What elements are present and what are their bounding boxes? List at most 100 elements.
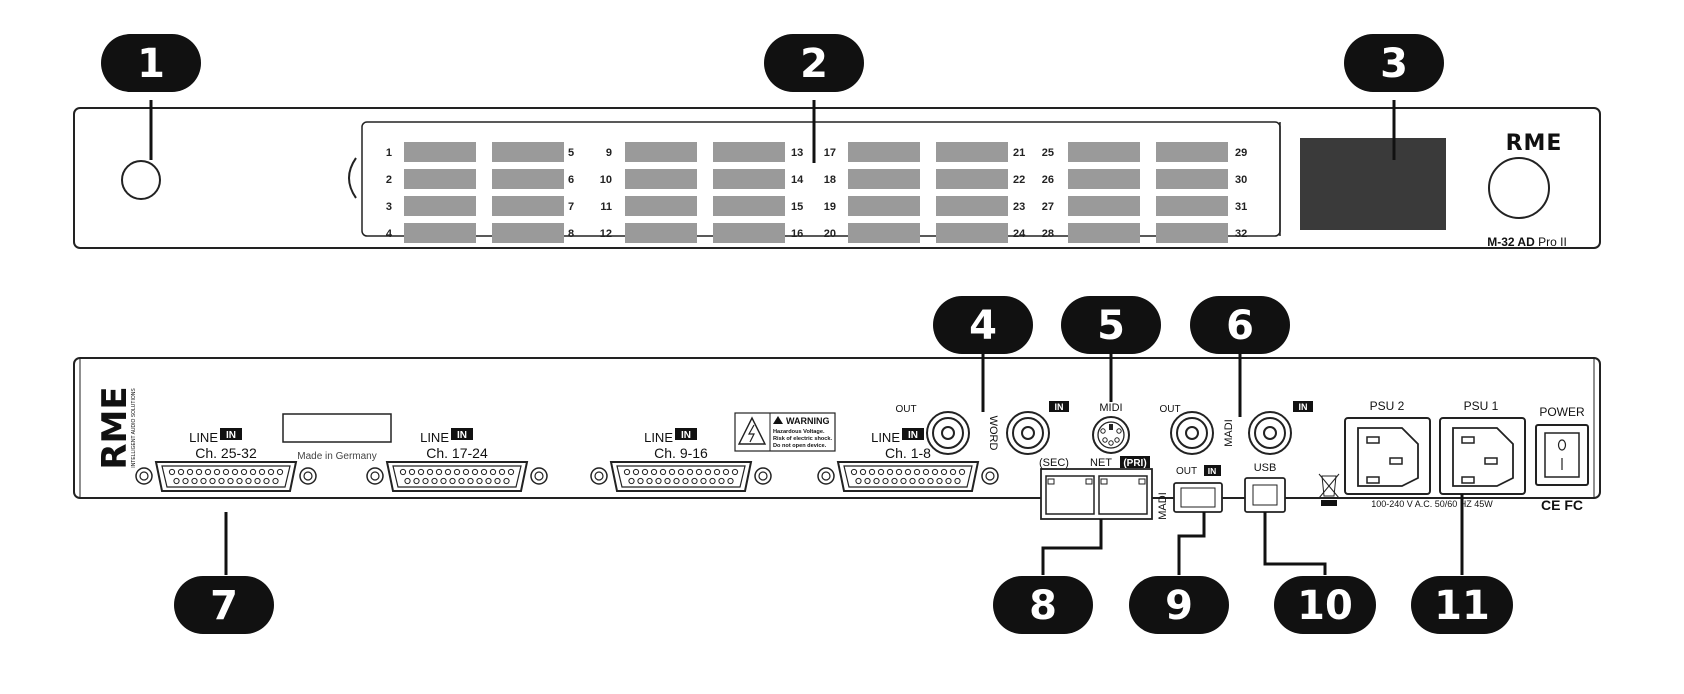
- channel-number: 12: [600, 228, 612, 240]
- line-label: LINE: [871, 430, 900, 445]
- word-out-bnc[interactable]: [926, 411, 970, 455]
- callout-badge-4: 4: [933, 296, 1033, 354]
- channel-number: 6: [568, 174, 574, 186]
- level-meter-bar: [713, 196, 785, 216]
- level-meter-bar: [713, 142, 785, 162]
- level-meter-bar: [848, 196, 920, 216]
- channel-number: 2: [386, 174, 392, 186]
- level-meter-bar: [1068, 223, 1140, 243]
- warning-line-1: Hazardous Voltage.: [773, 429, 825, 435]
- level-meter-bar: [625, 169, 697, 189]
- line-in-badge: [451, 428, 473, 440]
- net-label: NET: [1090, 457, 1112, 469]
- front-knob[interactable]: [121, 160, 161, 200]
- network-section: (SEC) NET (PRI): [1039, 456, 1153, 520]
- madi-coax-section: OUT MADI IN: [1159, 401, 1313, 455]
- dsub-connector[interactable]: [609, 461, 753, 492]
- channel-number: 10: [600, 174, 612, 186]
- channel-number: 27: [1042, 201, 1054, 213]
- level-meter-bar: [848, 142, 920, 162]
- serial-label-box: [282, 413, 392, 443]
- level-meter-bar: [936, 142, 1008, 162]
- rear-panel: RME INTELLIGENT AUDIO SOLUTIONS Made in …: [73, 357, 1601, 520]
- callout-badge-9: 9: [1129, 576, 1229, 634]
- channel-number: 11: [600, 201, 612, 213]
- level-meter-bar: [1156, 223, 1228, 243]
- channel-range-label: Ch. 9-16: [654, 445, 708, 461]
- channel-range-label: Ch. 17-24: [426, 445, 488, 461]
- psu1-section: PSU 1: [1439, 399, 1526, 495]
- callout-number: 3: [1380, 41, 1408, 87]
- level-meter-bar: [625, 196, 697, 216]
- level-meter-bar: [1068, 169, 1140, 189]
- level-meter-bar: [1068, 142, 1140, 162]
- callout-badge-10: 10: [1274, 576, 1376, 634]
- level-meter-bar: [848, 169, 920, 189]
- callout-number: 6: [1226, 303, 1254, 349]
- channel-range-label: Ch. 25-32: [195, 445, 257, 461]
- level-meter-bar: [404, 223, 476, 243]
- line-in-badge-text: IN: [908, 430, 918, 441]
- usb-b-port[interactable]: [1244, 477, 1286, 513]
- callout-number: 11: [1434, 583, 1490, 629]
- level-meter-bar: [625, 223, 697, 243]
- channel-number: 7: [568, 201, 574, 213]
- warning-line-3: Do not open device.: [773, 443, 827, 449]
- word-label: WORD: [987, 416, 999, 451]
- voltage-rating: 100-240 V A.C. 50/60 HZ 45W: [1371, 499, 1493, 509]
- callout-badge-11: 11: [1411, 576, 1513, 634]
- channel-number: 24: [1013, 228, 1026, 240]
- midi-din-port[interactable]: [1092, 416, 1130, 454]
- callout-number: 2: [800, 41, 828, 87]
- channel-number: 29: [1235, 147, 1247, 159]
- channel-number: 22: [1013, 174, 1025, 186]
- midi-section: MIDI: [1092, 402, 1130, 454]
- level-meter-bar: [1068, 196, 1140, 216]
- front-display: [1300, 138, 1446, 230]
- callout-badge-6: 6: [1190, 296, 1290, 354]
- channel-number: 18: [824, 174, 836, 186]
- channel-number: 19: [824, 201, 836, 213]
- dsub-connector[interactable]: [385, 461, 529, 492]
- madi-out-bnc[interactable]: [1170, 411, 1214, 455]
- madi-optical-in-badge: [1204, 465, 1221, 476]
- psu2-section: PSU 2: [1344, 399, 1431, 495]
- madi-out-label: OUT: [1159, 404, 1180, 415]
- channel-number: 15: [791, 201, 803, 213]
- madi-in-badge-text: IN: [1299, 402, 1308, 412]
- line-in-badge-text: IN: [457, 430, 467, 441]
- psu2-iec-inlet[interactable]: [1344, 417, 1431, 495]
- level-meter-bar: [936, 196, 1008, 216]
- madi-optical-section: OUT IN MADI: [1157, 465, 1223, 520]
- psu2-label: PSU 2: [1370, 399, 1405, 413]
- madi-in-bnc[interactable]: [1248, 411, 1292, 455]
- midi-label: MIDI: [1099, 402, 1122, 414]
- net-pri-rj45-port[interactable]: [1098, 475, 1148, 515]
- warning-line-2: Risk of electric shock.: [773, 436, 833, 442]
- channel-number: 5: [568, 147, 574, 159]
- front-encoder-knob[interactable]: [1488, 157, 1550, 219]
- dsub-connector[interactable]: [836, 461, 980, 492]
- level-meter-bar: [492, 169, 564, 189]
- channel-number: 20: [824, 228, 836, 240]
- madi-optical-label: MADI: [1157, 492, 1169, 520]
- madi-optical-port[interactable]: [1173, 482, 1223, 513]
- level-meter-bar: [492, 142, 564, 162]
- callout-badge-7: 7: [174, 576, 274, 634]
- psu1-iec-inlet[interactable]: [1439, 417, 1526, 495]
- callout-badge-1: 1: [101, 34, 201, 92]
- net-sec-label: (SEC): [1039, 457, 1069, 469]
- warning-label: WARNING Hazardous Voltage. Risk of elect…: [734, 412, 836, 452]
- line-label: LINE: [644, 430, 673, 445]
- callout-badge-2: 2: [764, 34, 864, 92]
- dsub-connector[interactable]: [154, 461, 298, 492]
- net-sec-rj45-port[interactable]: [1045, 475, 1095, 515]
- word-in-bnc[interactable]: [1006, 411, 1050, 455]
- power-rocker-switch[interactable]: [1535, 424, 1589, 486]
- madi-optical-out-label: OUT: [1176, 466, 1197, 477]
- channel-number: 25: [1042, 147, 1054, 159]
